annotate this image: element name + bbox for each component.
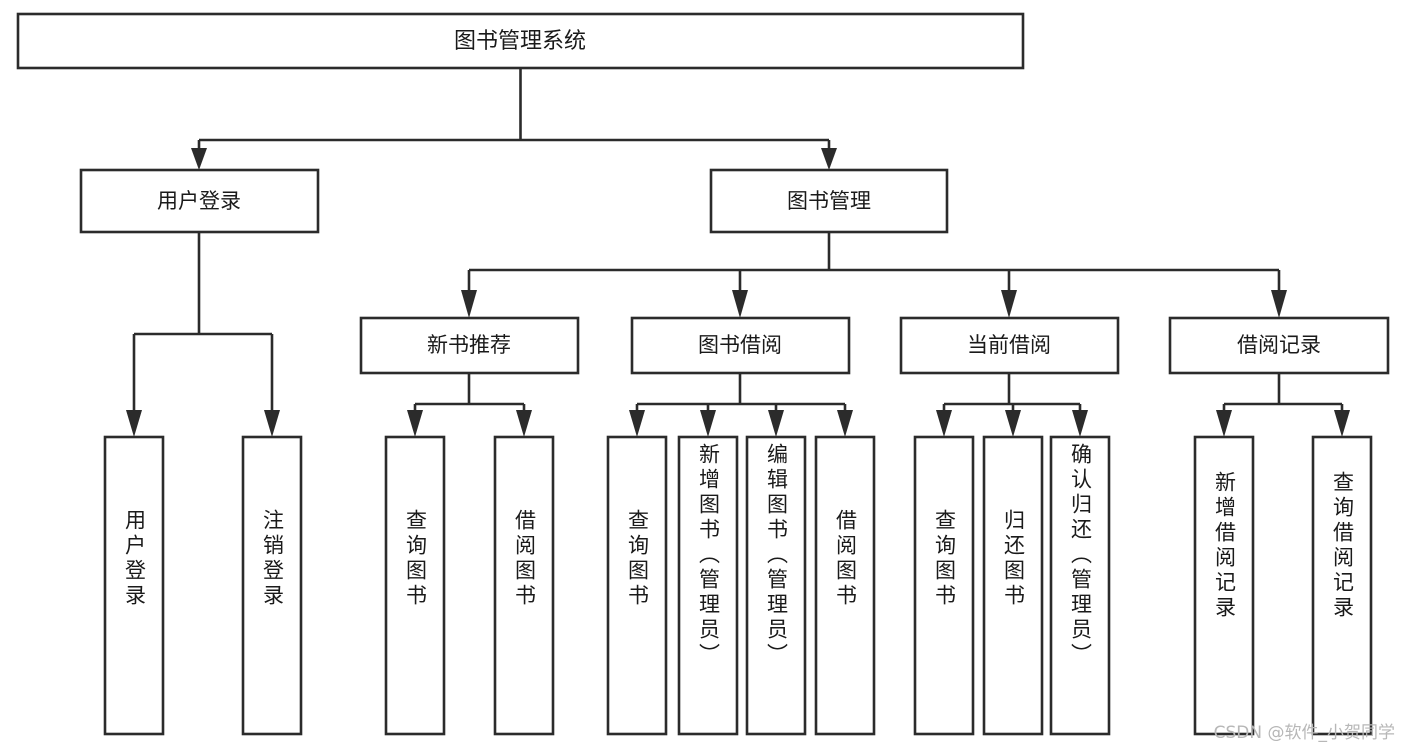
arrowhead-current-borrow (1001, 290, 1017, 318)
node-current-borrow-box[interactable] (899, 316, 1120, 375)
arrowhead-currentborrow-leaf-2 (1005, 410, 1021, 437)
leaf-box-book-borrow-4[interactable] (814, 435, 876, 736)
node-book-borrow-label: 图书借阅 (698, 333, 782, 357)
arrowhead-borrowrecord-leaf-2 (1334, 410, 1350, 437)
node-root-label: 图书管理系统 (454, 29, 586, 54)
node-user-login-box[interactable] (79, 168, 320, 234)
connector-group-book-borrow (629, 373, 853, 437)
leaf-box-current-borrow-2[interactable] (982, 435, 1044, 736)
node-book-manage-box[interactable] (709, 168, 949, 234)
arrowhead-user-leaf-2 (264, 410, 280, 437)
node-new-book-label: 新书推荐 (427, 333, 511, 357)
connector-group-book-manage (461, 232, 1287, 318)
leaf-box-book-borrow-2[interactable] (677, 435, 739, 736)
arrowhead-currentborrow-leaf-3 (1072, 410, 1088, 437)
connector-group-root (191, 69, 837, 170)
leaf-box-new-book-2[interactable] (493, 435, 555, 736)
leaf-box-book-borrow-1[interactable] (606, 435, 668, 736)
arrowhead-bookborrow-leaf-3 (768, 410, 784, 437)
leaf-box-borrow-record-2[interactable] (1311, 435, 1373, 736)
node-root-box[interactable] (16, 12, 1025, 70)
arrowhead-newbook-leaf-1 (407, 410, 423, 437)
node-current-borrow-label: 当前借阅 (967, 333, 1051, 357)
arrowhead-bookborrow-leaf-4 (837, 410, 853, 437)
node-book-manage-label: 图书管理 (787, 189, 871, 213)
arrowhead-borrow-record (1271, 290, 1287, 318)
node-new-book-box[interactable] (359, 316, 580, 375)
arrowhead-borrowrecord-leaf-1 (1216, 410, 1232, 437)
arrowhead-to-book-manage (821, 148, 837, 170)
leaf-box-borrow-record-1[interactable] (1193, 435, 1255, 736)
arrowhead-bookborrow-leaf-2 (700, 410, 716, 437)
node-borrow-record-label: 借阅记录 (1237, 333, 1321, 357)
connector-group-new-book (407, 373, 532, 437)
leaf-box-user-login-1[interactable] (103, 435, 165, 736)
leaf-box-current-borrow-1[interactable] (913, 435, 975, 736)
leaf-box-book-borrow-3[interactable] (745, 435, 807, 736)
connector-group-borrow-record (1216, 373, 1350, 437)
arrowhead-user-leaf-1 (126, 410, 142, 437)
arrowhead-new-book (461, 290, 477, 318)
leaf-box-current-borrow-3[interactable] (1049, 435, 1111, 736)
arrowhead-bookborrow-leaf-1 (629, 410, 645, 437)
arrowhead-newbook-leaf-2 (516, 410, 532, 437)
leaf-box-new-book-1[interactable] (384, 435, 446, 736)
connector-group-user-login (126, 232, 280, 437)
arrowhead-currentborrow-leaf-1 (936, 410, 952, 437)
arrowhead-to-user-login (191, 148, 207, 170)
leaf-box-user-login-2[interactable] (241, 435, 303, 736)
node-user-login-label: 用户登录 (157, 189, 241, 213)
connector-group-current-borrow (936, 373, 1088, 437)
arrowhead-book-borrow (732, 290, 748, 318)
node-book-borrow-box[interactable] (630, 316, 851, 375)
node-borrow-record-box[interactable] (1168, 316, 1390, 375)
